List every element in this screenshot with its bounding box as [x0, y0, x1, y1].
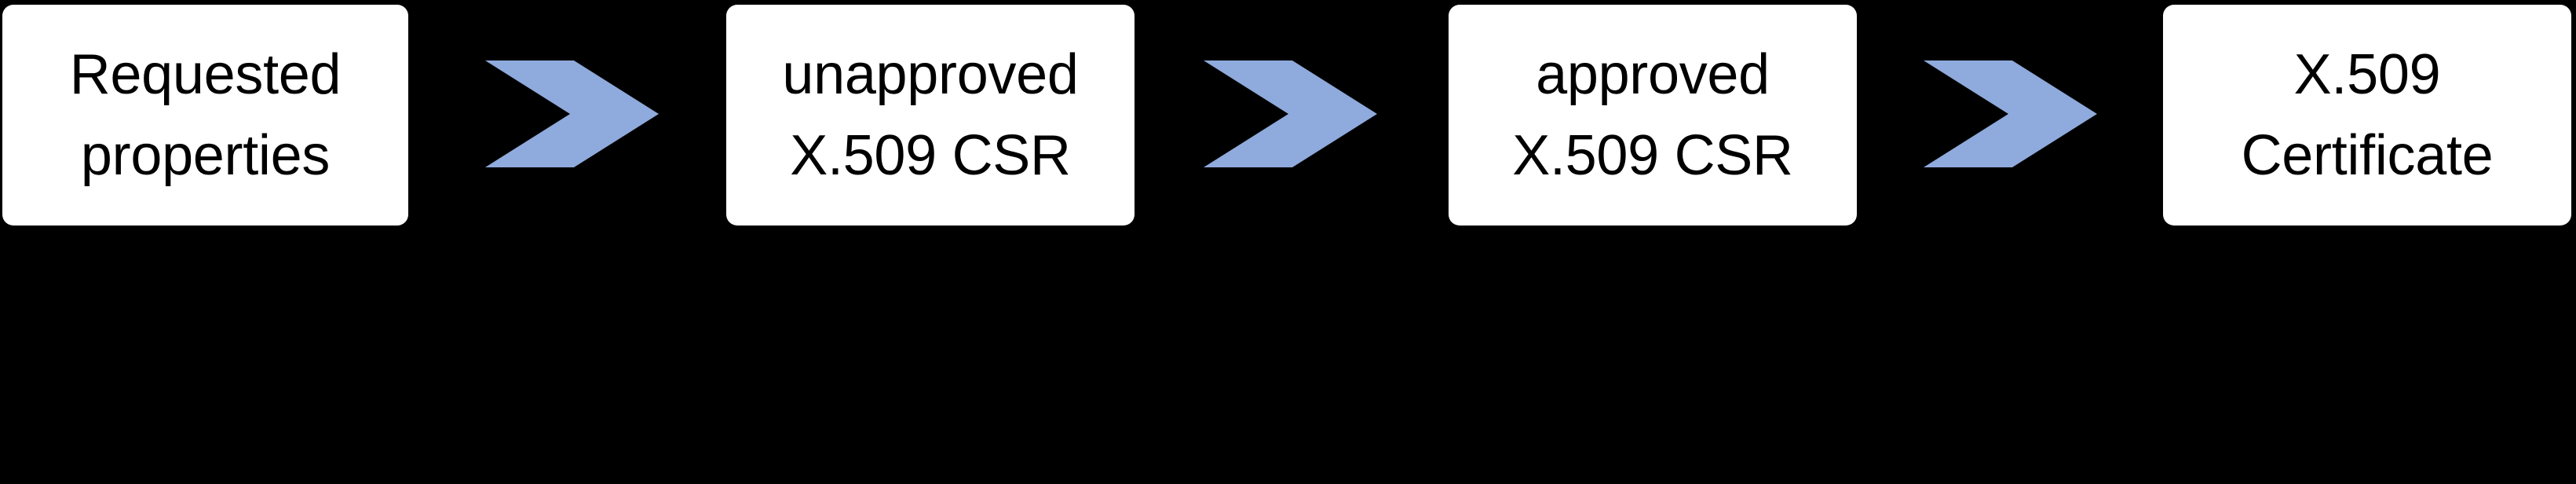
- node-label-line2: X.509 CSR: [1512, 123, 1793, 187]
- node-label-line1: X.509: [2293, 43, 2441, 107]
- chevron-right-icon: [1204, 60, 1377, 167]
- process-node-requested-properties[interactable]: Requested properties: [2, 5, 408, 226]
- process-node-unapproved-csr[interactable]: unapproved X.509 CSR: [726, 5, 1135, 226]
- node-label-line2: Certificate: [2241, 123, 2494, 187]
- node-label-line2: X.509 CSR: [790, 123, 1071, 187]
- node-label-line1: approved: [1536, 43, 1770, 107]
- node-label-line1: Requested: [69, 43, 342, 107]
- chevron-right-icon: [1924, 60, 2097, 167]
- process-node-x509-certificate[interactable]: X.509 Certificate: [2163, 5, 2571, 226]
- node-label-line1: unapproved: [782, 43, 1079, 107]
- node-label-line2: properties: [80, 123, 331, 187]
- chevron-right-icon: [485, 60, 659, 167]
- process-node-approved-csr[interactable]: approved X.509 CSR: [1449, 5, 1857, 226]
